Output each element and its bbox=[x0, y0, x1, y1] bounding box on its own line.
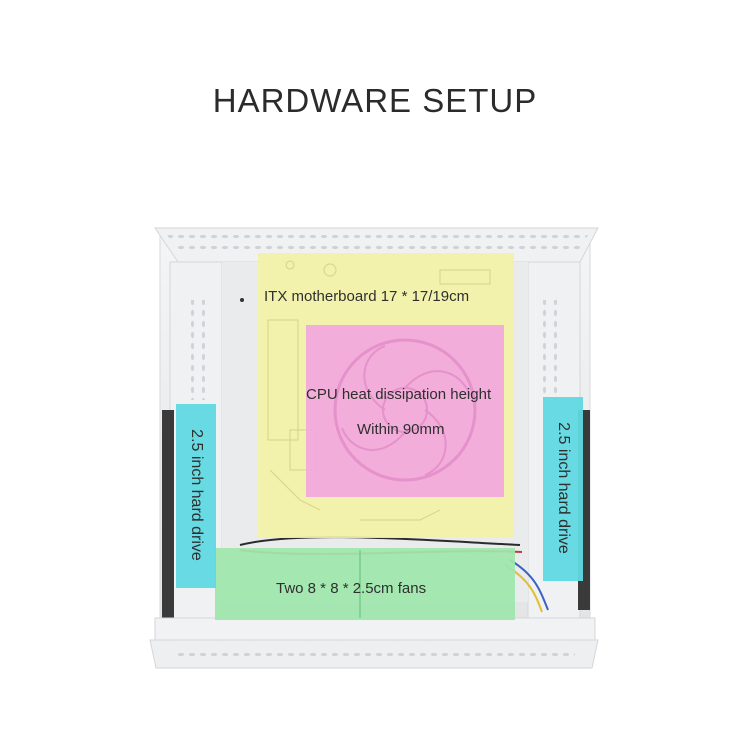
hdd-right-label: 2.5 inch hard drive bbox=[555, 422, 572, 554]
fans-zone bbox=[215, 548, 515, 620]
hdd-left-zone bbox=[176, 404, 216, 588]
fans-label: Two 8 * 8 * 2.5cm fans bbox=[276, 580, 427, 597]
hdd-right-zone bbox=[543, 397, 583, 581]
cpu-height-value: Within 90mm bbox=[357, 421, 445, 438]
motherboard-label: ITX motherboard 17 * 17/19cm bbox=[264, 288, 470, 305]
cpu-cooler-zone bbox=[306, 325, 504, 497]
cpu-height-label: CPU heat dissipation height bbox=[306, 386, 492, 403]
hdd-left-label: 2.5 inch hard drive bbox=[188, 429, 205, 561]
page-title: HARDWARE SETUP bbox=[212, 82, 538, 119]
